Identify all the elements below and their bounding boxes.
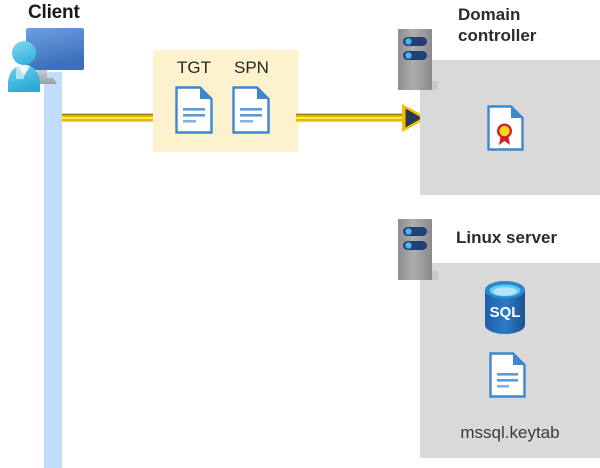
sql-database-label: SQL <box>490 304 521 321</box>
linux-server-title: Linux server <box>456 228 558 247</box>
keytab-filename-label: mssql.keytab <box>460 423 560 442</box>
keytab-document-icon <box>489 352 526 398</box>
client-user-monitor-icon <box>4 26 86 92</box>
spn-document-icon <box>232 86 270 134</box>
sql-database-icon: SQL <box>481 281 529 334</box>
domain-controller-server-tower-icon <box>398 29 438 90</box>
client-title: Client <box>28 2 80 23</box>
certificate-icon <box>487 105 524 151</box>
tgt-label: TGT <box>177 58 211 77</box>
client-lifeline <box>44 72 62 468</box>
spn-label: SPN <box>234 58 269 77</box>
tgt-document-icon <box>175 86 213 134</box>
request-arrow-segment-left <box>62 113 154 122</box>
kerberos-message-box: TGT SPN <box>153 50 298 152</box>
linux-server-tower-icon <box>398 219 438 280</box>
domain-controller-title: Domain controller <box>458 5 537 45</box>
arrow-head-icon <box>402 104 428 132</box>
request-arrow-segment-right <box>296 113 408 122</box>
